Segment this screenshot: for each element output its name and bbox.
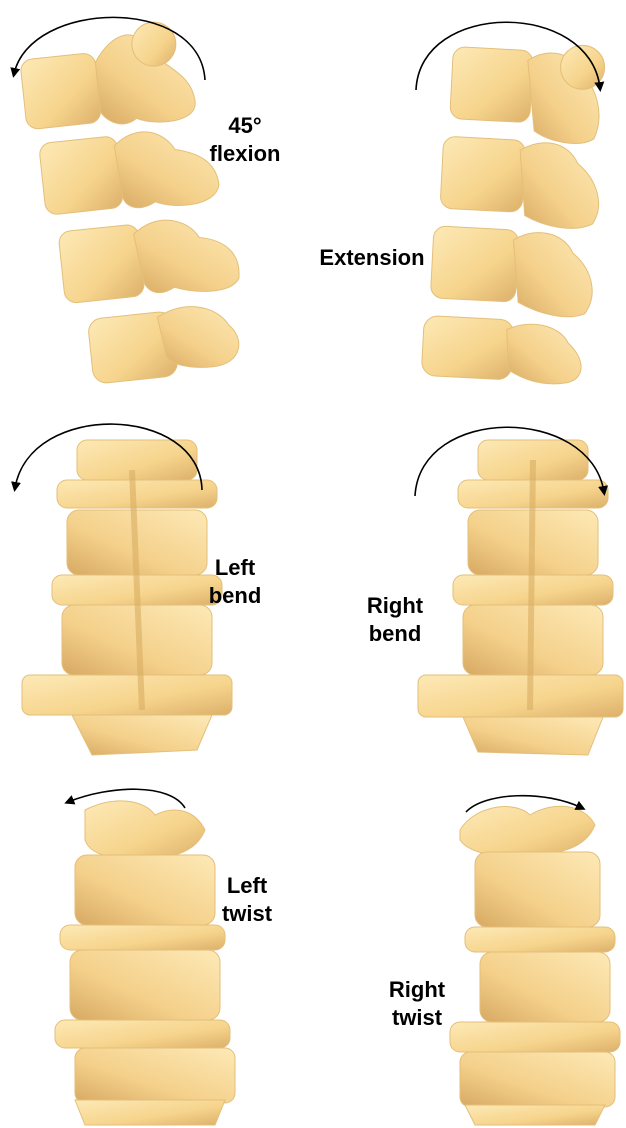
- spine-right-twist: [450, 796, 620, 1125]
- label-left-twist-line1: Left: [207, 872, 287, 900]
- spine-extension: [416, 22, 607, 386]
- label-extension: Extension: [302, 244, 442, 272]
- label-right-twist-line1: Right: [372, 976, 462, 1004]
- label-right-bend-line1: Right: [350, 592, 440, 620]
- spine-right-bend: [415, 427, 623, 755]
- label-left-bend-line1: Left: [195, 554, 275, 582]
- label-right-bend: Right bend: [350, 592, 440, 648]
- label-left-twist: Left twist: [207, 872, 287, 928]
- label-flexion-line1: 45°: [205, 112, 285, 140]
- spine-left-twist: [55, 789, 235, 1125]
- label-right-twist: Right twist: [372, 976, 462, 1032]
- label-extension-line1: Extension: [302, 244, 442, 272]
- label-flexion-line2: flexion: [205, 140, 285, 168]
- label-right-twist-line2: twist: [372, 1004, 462, 1032]
- label-left-bend-line2: bend: [195, 582, 275, 610]
- label-flexion: 45° flexion: [205, 112, 285, 168]
- label-right-bend-line2: bend: [350, 620, 440, 648]
- label-left-twist-line2: twist: [207, 900, 287, 928]
- spine-flexion: [14, 16, 249, 389]
- label-left-bend: Left bend: [195, 554, 275, 610]
